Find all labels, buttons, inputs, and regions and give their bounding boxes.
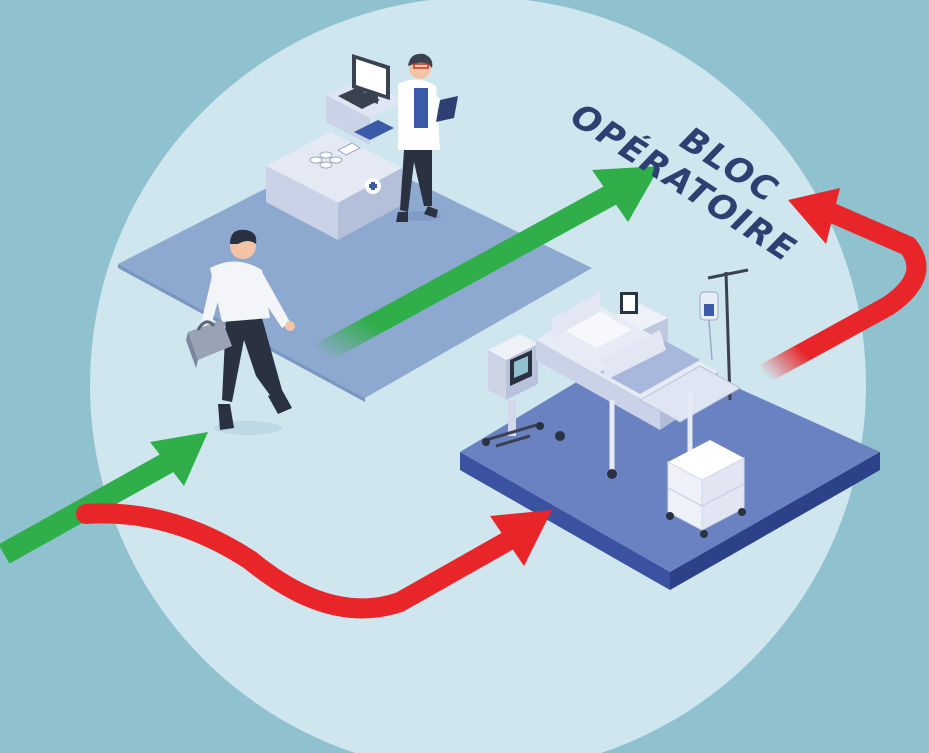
patient-with-briefcase-icon	[186, 229, 295, 435]
ventilator-monitor-icon	[482, 334, 544, 448]
red-path-arrows	[76, 188, 927, 619]
reception-floor	[118, 148, 592, 398]
background-circle	[90, 0, 866, 753]
computer-monitor-icon	[338, 54, 390, 109]
green-arrow-upper	[314, 180, 626, 364]
room-floor	[460, 344, 880, 572]
operating-room-area	[460, 268, 880, 590]
red-arrow-right	[759, 202, 927, 383]
iv-drip-stand-icon	[699, 268, 749, 401]
medical-cart-icon	[666, 440, 746, 538]
doctor-with-clipboard-icon	[396, 53, 458, 222]
red-arrow-bottom	[76, 503, 530, 619]
reception-area	[118, 53, 592, 402]
hospital-bed-icon	[536, 292, 742, 479]
